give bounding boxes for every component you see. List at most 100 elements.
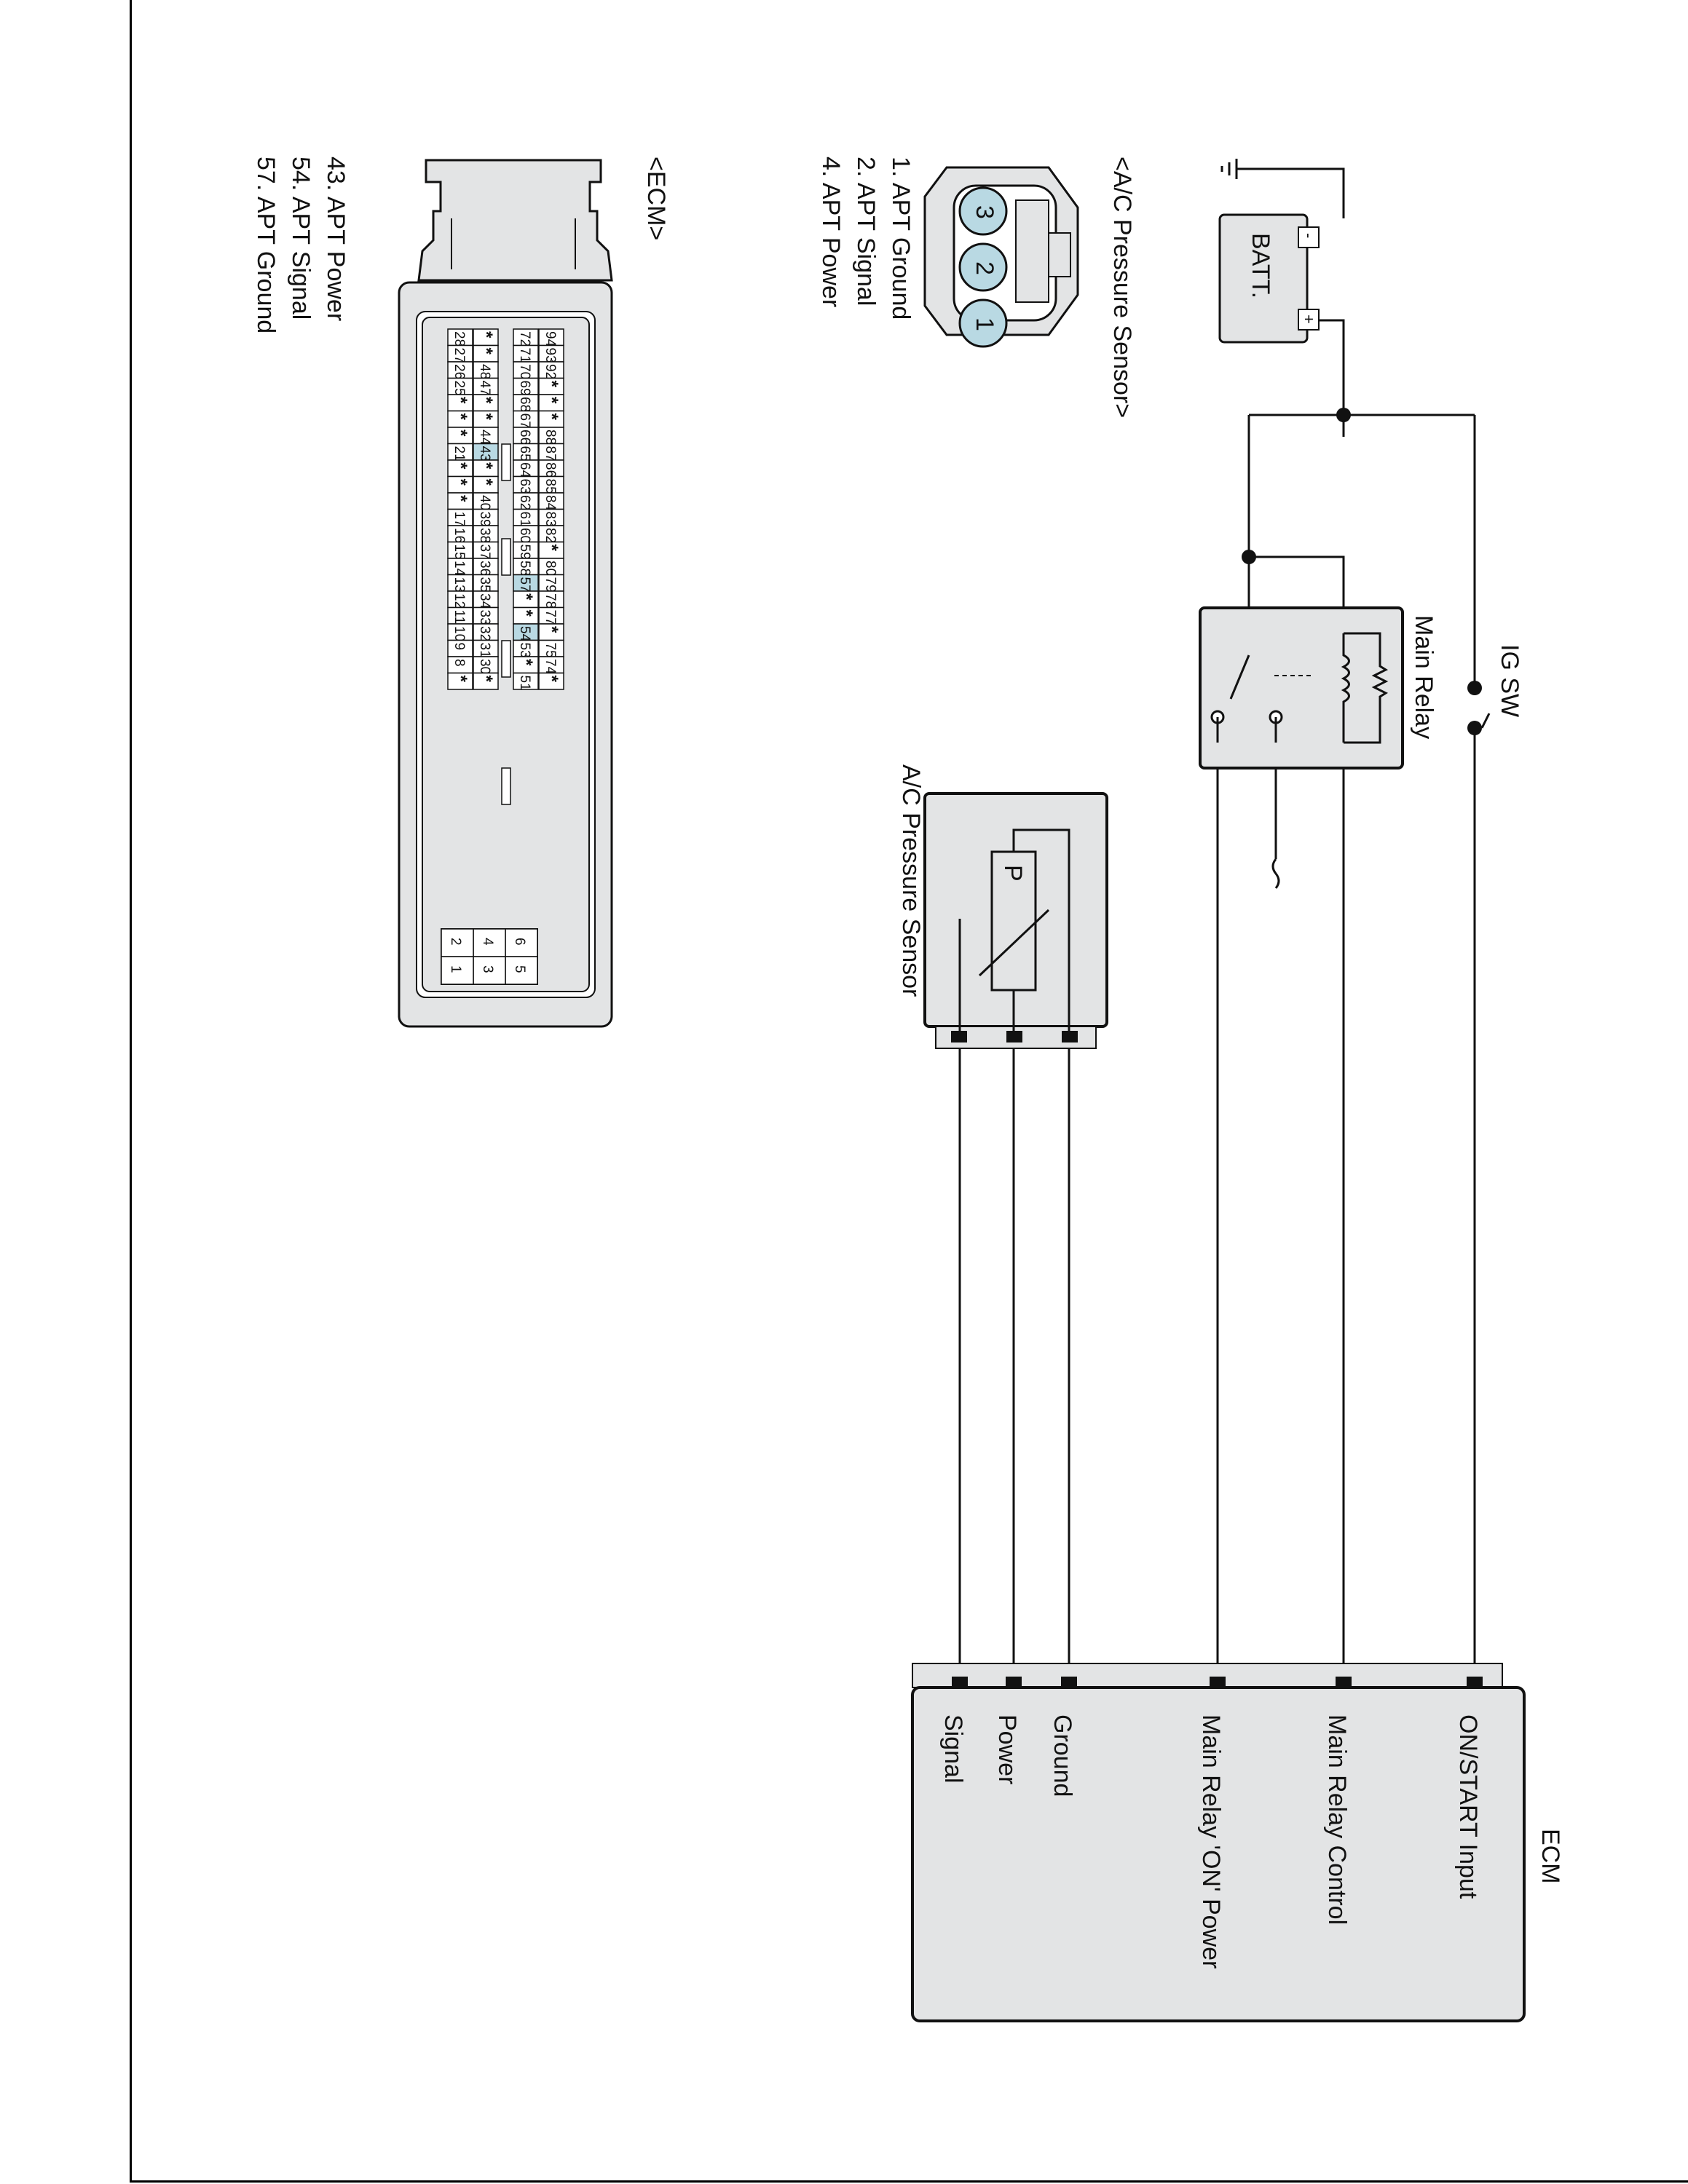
ecm-pin-label: 12 <box>451 593 467 609</box>
ecm-pin-label: * <box>476 331 496 339</box>
ecm-pin-cell: * <box>473 394 499 412</box>
ecm-pin-cell: * <box>447 427 473 445</box>
ecm-pin-label: * <box>476 348 496 355</box>
ecm-pin-cell: * <box>473 328 499 347</box>
ecm-power-pin-cell: 5 <box>505 956 538 985</box>
ecm-pin-cell: 69 <box>513 377 539 396</box>
ecm-pin-label: * <box>451 430 470 437</box>
ecm-pin-label: * <box>476 479 496 486</box>
ecm-pin-label: * <box>451 462 470 470</box>
ecm-pin-label: 79 <box>543 577 558 593</box>
ecm-pin-cell: 35 <box>473 574 499 593</box>
ecm-pin-cell: * <box>473 475 499 494</box>
battery-ground-wire <box>1307 167 1345 218</box>
ecm-pin-label: * <box>542 397 561 404</box>
ecm-pin-label: 72 <box>517 331 532 347</box>
ecm-pin-label: 17 <box>451 512 467 527</box>
ecm-pin-label: * <box>476 462 496 470</box>
ecm-pin-cell: 28 <box>447 328 473 347</box>
ecm-pin-cell: 38 <box>473 525 499 543</box>
ecm-pin-cell: 77 <box>538 606 564 625</box>
ecm-pin-cell: * <box>513 656 539 674</box>
ecm-pin-label: 36 <box>477 561 492 576</box>
ecm-pin-label: * <box>542 414 561 421</box>
ecm-pin-label: 71 <box>517 348 532 363</box>
ecm-legend-3: 57. APT Ground <box>252 157 280 333</box>
ecm-pin-cell: 59 <box>513 541 539 560</box>
ecm-pin-cell: 54 <box>513 623 539 642</box>
ecm-pin-label: 27 <box>451 348 467 363</box>
ecm-pin-label: * <box>451 495 470 502</box>
ecm-pin-cell: 63 <box>513 475 539 494</box>
ecm-legend-1: 43. APT Power <box>322 157 350 321</box>
ecm-pin-cell: 83 <box>538 508 564 527</box>
ecm-power-pin-label: 6 <box>512 938 527 946</box>
ecm-pin-label: 54 <box>517 626 532 642</box>
ecm-pin-cell: 21 <box>447 443 473 462</box>
ecm-pin-cell: 85 <box>538 475 564 494</box>
ecm-pin-label: 87 <box>543 446 558 462</box>
ecm-pin-cell: 33 <box>473 606 499 625</box>
ecm-pin-cell: * <box>447 672 473 690</box>
ecm-pin-label: 47 <box>477 381 492 396</box>
ecm-pin-cell: 87 <box>538 443 564 462</box>
ecm-pin-label: 83 <box>543 512 558 527</box>
ecm-pin-label: 31 <box>477 643 492 658</box>
ecm-pin-cell: * <box>447 459 473 478</box>
ecm-power-pin-cell: 6 <box>505 928 538 957</box>
battery-minus: - <box>1300 233 1318 238</box>
ecm-pin-cell: * <box>538 410 564 428</box>
ecm-pin-cell: 26 <box>447 361 473 379</box>
sensor-label: A/C Pressure Sensor <box>897 764 925 997</box>
sensor-legend-1: 1. APT Ground <box>887 157 915 320</box>
ecm-pin-cell: 12 <box>447 590 473 609</box>
ecm-pin-label: 9 <box>451 643 467 651</box>
ecm-pin-cell: 32 <box>473 623 499 641</box>
ecm-pin-label: 48 <box>477 364 492 379</box>
ecm-pin-main-relay-on-power: Main Relay 'ON' Power <box>1197 1714 1225 1969</box>
ecm-pin-cell: * <box>513 590 539 609</box>
ecm-pin-cell: 88 <box>538 427 564 445</box>
ecm-pin-cell: 66 <box>513 427 539 445</box>
ecm-pin-label: 75 <box>543 643 558 658</box>
ecm-pin-cell: 53 <box>513 639 539 658</box>
ecm-pin-label: * <box>451 676 470 683</box>
ecm-pin-cell: 43 <box>473 443 499 462</box>
ecm-pin-cell: 93 <box>538 344 564 363</box>
connector-ac-sensor-title: <A/C Pressure Sensor> <box>1108 157 1136 418</box>
ecm-pin-label: 57 <box>517 577 532 593</box>
ecm-pin-cell: 51 <box>513 672 539 691</box>
ecm-pin-label: 85 <box>543 479 558 494</box>
ecm-pin-label: 84 <box>543 495 558 511</box>
ecm-pin-cell: * <box>538 672 564 690</box>
sensor-cavity-3: 3 <box>958 186 1008 236</box>
ecm-pin-label: 68 <box>517 397 532 412</box>
ecm-pin-cell: 72 <box>513 328 539 347</box>
ecm-pin-cell: 30 <box>473 656 499 674</box>
ecm-pin-cell: 36 <box>473 558 499 576</box>
ecm-pin-label: * <box>451 397 470 404</box>
ecm-pin-label: 51 <box>517 676 532 691</box>
battery-plus-wire <box>1307 319 1345 415</box>
relay-resistor-icon <box>1344 632 1389 744</box>
ecm-pin-label: 28 <box>451 331 467 347</box>
ecm-pin-label: 62 <box>517 495 532 510</box>
ecm-pin-label: 82 <box>543 528 558 543</box>
ecm-pin-label: 77 <box>543 610 558 625</box>
ecm-pin-label: * <box>476 414 496 421</box>
ecm-power-pin-label: 1 <box>448 965 463 973</box>
ecm-pin-cell: 80 <box>538 558 564 576</box>
ecm-pin-cell: 84 <box>538 492 564 511</box>
ecm-pin-label: 93 <box>543 348 558 363</box>
ecm-pin-cell: 13 <box>447 574 473 593</box>
ecm-pin-on-start: ON/START Input <box>1454 1714 1482 1899</box>
ecm-pin-label: * <box>516 610 536 617</box>
ecm-pin-label: 8 <box>451 659 467 667</box>
ecm-pin-label: * <box>542 381 561 388</box>
ecm-pin-label: 86 <box>543 462 558 478</box>
ecm-pin-cell: 86 <box>538 459 564 478</box>
ecm-pin-cell: 9 <box>447 639 473 657</box>
ground-icon <box>1220 159 1238 179</box>
battery-label: BATT. <box>1247 233 1274 298</box>
